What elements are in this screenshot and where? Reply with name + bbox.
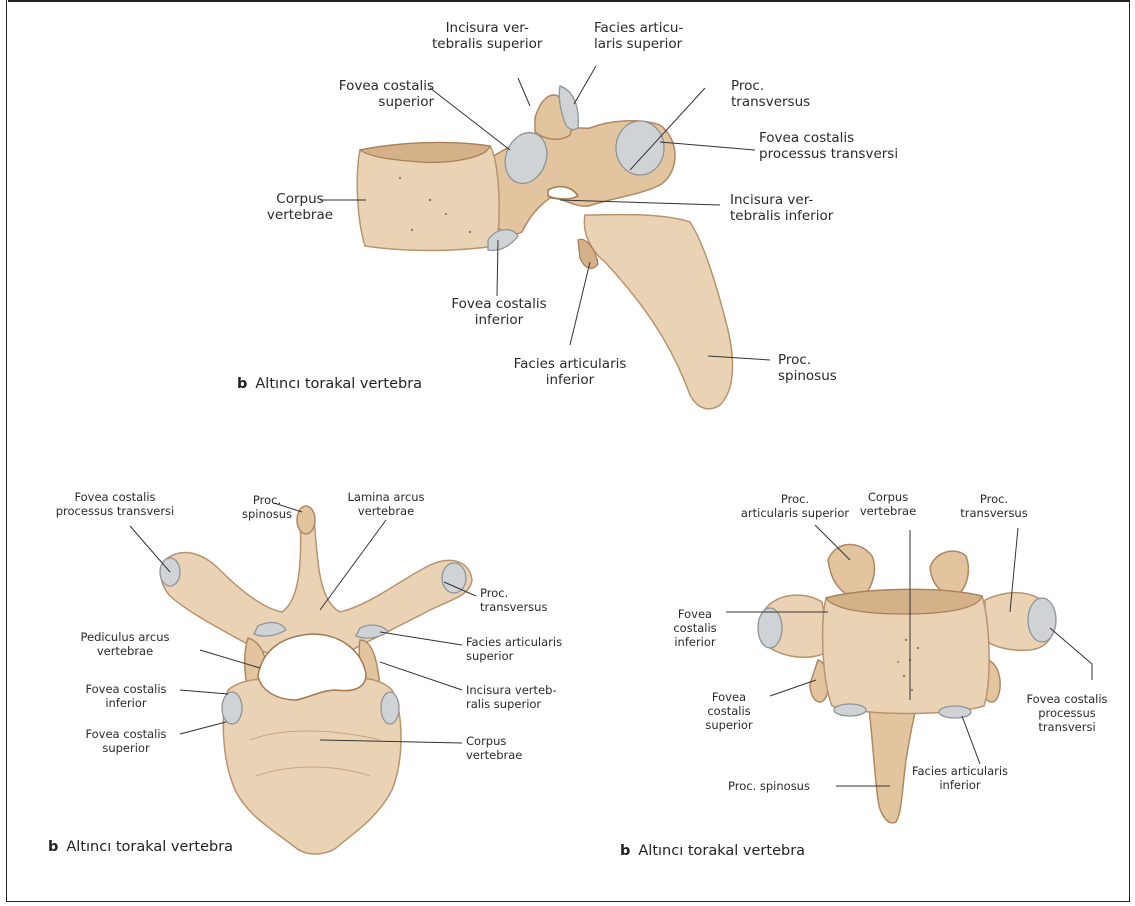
label-fovea-costalis-processus-transversi: Fovea costalis processus transversi [759, 130, 898, 163]
caption-right: b Altıncı torakal vertebra [620, 843, 805, 861]
label-left-fovea-costalis-inferior: Fovea costalis inferior [72, 682, 180, 710]
label-facies-articularis-superior: Facies articu- laris superior [594, 20, 683, 53]
label-left-corpus-vertebrae: Corpus vertebrae [466, 734, 522, 762]
label-left-incisura-vertebralis-superior: Incisura verteb- ralis superior [466, 683, 557, 711]
label-left-facies-articularis-superior: Facies articularis superior [466, 635, 562, 663]
label-right-corpus-vertebrae: Corpus vertebrae [850, 490, 926, 518]
label-incisura-vertebralis-inferior: Incisura ver- tebralis inferior [730, 192, 833, 225]
label-right-fovea-costalis-processus-transversi: Fovea costalis processus transversi [1012, 692, 1122, 734]
caption-left-letter: b [48, 839, 58, 855]
label-right-proc-articularis-superior: Proc. articularis superior [735, 492, 855, 520]
label-corpus-vertebrae: Corpus vertebrae [245, 191, 355, 224]
label-proc-transversus: Proc. transversus [731, 78, 810, 111]
label-right-facies-articularis-inferior: Facies articularis inferior [898, 764, 1022, 792]
caption-right-text: Altıncı torakal vertebra [638, 843, 805, 859]
label-fovea-costalis-inferior: Fovea costalis inferior [440, 296, 558, 329]
label-left-proc-transversus: Proc. transversus [480, 586, 547, 614]
label-left-proc-spinosus: Proc. spinosus [236, 493, 298, 521]
label-left-fovea-costalis-superior: Fovea costalis superior [72, 727, 180, 755]
superior-vertebra-illustration [160, 506, 472, 854]
label-right-fovea-costalis-superior: Fovea costalis superior [696, 690, 762, 732]
label-facies-articularis-inferior: Facies articularis inferior [505, 356, 635, 389]
label-right-proc-transversus: Proc. transversus [948, 492, 1040, 520]
label-proc-spinosus: Proc. spinosus [778, 352, 837, 385]
label-right-fovea-costalis-inferior: Fovea costalis inferior [664, 607, 726, 649]
caption-left-text: Altıncı torakal vertebra [66, 839, 233, 855]
caption-top-letter: b [237, 376, 247, 392]
caption-left: b Altıncı torakal vertebra [48, 839, 233, 857]
label-left-fovea-costalis-processus-transversi: Fovea costalis processus transversi [50, 490, 180, 518]
caption-top: b Altıncı torakal vertebra [237, 376, 422, 394]
caption-right-letter: b [620, 843, 630, 859]
label-incisura-vertebralis-superior: Incisura ver- tebralis superior [432, 20, 542, 53]
label-right-proc-spinosus: Proc. spinosus [728, 779, 810, 793]
label-left-lamina-arcus-vertebrae: Lamina arcus vertebrae [338, 490, 434, 518]
label-left-pediculus-arcus-vertebrae: Pediculus arcus vertebrae [60, 630, 190, 658]
label-fovea-costalis-superior: Fovea costalis superior [310, 78, 434, 111]
caption-top-text: Altıncı torakal vertebra [255, 376, 422, 392]
